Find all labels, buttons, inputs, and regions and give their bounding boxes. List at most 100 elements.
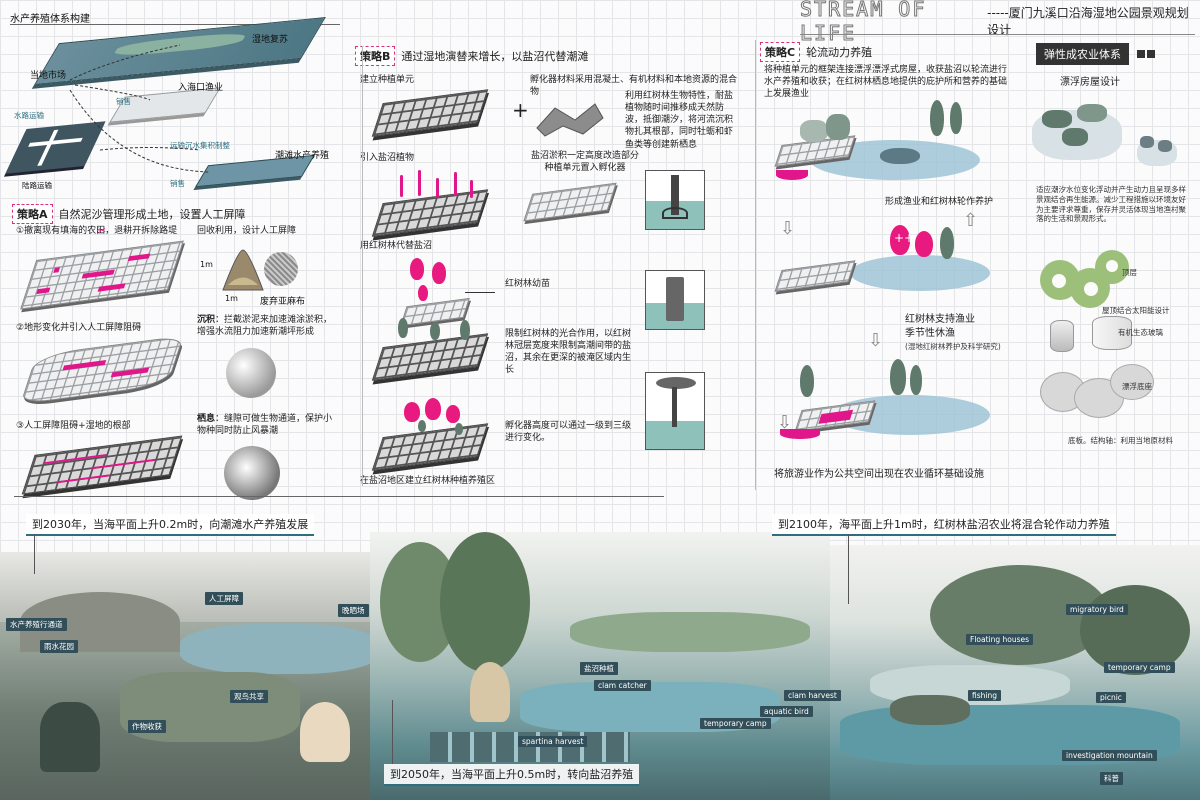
tag-crop: 作物收获 (128, 720, 166, 733)
tag-spartina: spartina harvest (518, 736, 588, 747)
arrow-down-icon-2: ⇩ (868, 330, 884, 351)
label-tidal-aquaculture: 潮滩水产养殖 (275, 151, 330, 161)
floating-base (1040, 362, 1160, 422)
strategy-a-grid-2 (20, 335, 184, 405)
label-wetland-restore: 湿地复苏 (252, 35, 289, 45)
strategy-c-support1: 红树林支持渔业 (905, 314, 975, 325)
tag-watch: 观鸟共享 (230, 690, 268, 703)
barrier-module-icon (222, 249, 264, 291)
burlap-sample (264, 252, 298, 286)
label-estuary-fishery: 入海口渔业 (178, 83, 224, 93)
arrow-down-icon-3: ⇩ (777, 412, 793, 433)
title-square-2 (1147, 50, 1155, 58)
timeline-2100-leader (848, 534, 849, 604)
strategy-b-replace: 用红树林代替盐沼 (360, 241, 433, 251)
aquaculture-title: 水产养殖体系构建 (10, 14, 90, 25)
incubator-section-2 (645, 270, 705, 330)
strategy-a-grid-1 (20, 240, 184, 310)
strategy-a-desc: 自然泥沙管理形成土地，设置人工屏障 (58, 208, 246, 221)
tag-temp-camp-1: temporary camp (700, 718, 771, 729)
strategy-c-tourism: 将旅游业作为公共空间出现在农业循环基础设施 (774, 469, 984, 480)
strategy-b-introduce: 引入盐沼植物 (360, 153, 415, 163)
label-sediment: 运输沉水集积制整 (170, 141, 230, 150)
tag-aquaculture-path: 水产养殖行通道 (6, 618, 67, 631)
arrow-up-icon: ⇧ (963, 210, 979, 231)
sediment-render (226, 348, 276, 398)
label-roof: 顶层 (1122, 268, 1137, 277)
timeline-2050: 到2050年，当海平面上升0.5m时，转向盐沼养殖 (384, 764, 640, 786)
roof-layer (1040, 250, 1130, 308)
tag-aquatic-bird: aquatic bird (760, 706, 813, 717)
aquaculture-flow-arrows (69, 44, 211, 173)
planting-unit-grid (371, 89, 489, 137)
strategy-a-header: 策略A 自然泥沙管理形成土地，设置人工屏障 (12, 204, 246, 224)
label-base: 漂浮底座 (1122, 382, 1152, 391)
incubator-section-1 (645, 170, 705, 230)
strategy-b-unit: 建立种植单元 (360, 75, 415, 85)
habitat-render (224, 446, 280, 500)
burlap-label: 废弃亚麻布 (260, 297, 306, 307)
tag-science: 科普 (1100, 772, 1123, 785)
plus-sign: + (512, 98, 529, 122)
scene-2030 (0, 552, 400, 800)
mangrove-zone-grid (371, 423, 489, 471)
strategy-c-desc: 轮流动力养殖 (806, 46, 873, 59)
strategy-c-header: 策略C 轮流动力养殖 (760, 42, 872, 62)
strategy-b-material: 孵化器材料采用混凝土、有机材料和本地资源的混合物 (530, 75, 738, 98)
elastic-floating-house: 漂浮房屋设计 (1060, 77, 1120, 88)
strategy-c-support2: 季节性休渔 (905, 328, 955, 339)
label-sales-1: 销售 (116, 97, 131, 106)
tag-barrier: 人工屏障 (205, 592, 243, 605)
elastic-text: 适应潮汐水位变化浮动并产生动力且呈现多样景观结合再生能源。减少工程措施以环境友好… (1036, 185, 1186, 224)
strategy-a-recycle: 回收利用，设计人工屏障 (197, 226, 297, 236)
incubator-section-3 (645, 372, 705, 450)
label-land-transport: 陆路运输 (22, 181, 52, 190)
strategy-a-scissors-icon: ✂ (97, 224, 107, 237)
strategy-b-mangrove-feature: 利用红树林生物特性，耐盐植物随时间推移成天然防波，抵御潮汐，将河流沉积物扎其根部… (625, 91, 734, 150)
tag-investigation: investigation mountain (1062, 750, 1157, 761)
strategy-a-sediment: 沉积：拦截淤泥来加速滩涂淤积，增强水流阻力加速新潮坪形成 (197, 314, 339, 338)
sediment-text: ：拦截淤泥来加速滩涂淤积，增强水流阻力加速新潮坪形成 (197, 315, 333, 338)
strategy-a-step3: ③人工屏障阻碍+湿地的根部 (16, 421, 131, 431)
label-sales-2: 销售 (170, 179, 185, 188)
tag-sunset: 晚晒场 (338, 604, 369, 617)
floating-house-render (1032, 100, 1182, 180)
header-title: STREAM OF LIFE (799, 0, 927, 46)
elastic-title-bar: 弹性成农业体系 (1036, 43, 1186, 65)
tag-clam-catcher: clam catcher (594, 680, 651, 691)
habitat-text: ：缝隙可做生物通道，保护小物种同时防止风暴潮 (197, 414, 333, 437)
strategy-b-accumulate: 盐沼淤积一定高度改造部分种植单元置入孵化器 (530, 151, 639, 174)
dim-1: 1m (200, 260, 213, 269)
strategy-c-tag: 策略C (760, 42, 801, 62)
section-rule (14, 496, 664, 497)
sediment-title: 沉积 (197, 315, 216, 325)
elastic-title: 弹性成农业体系 (1036, 43, 1129, 65)
glass-cylinder-2 (1092, 316, 1132, 350)
title-square-1 (1137, 50, 1145, 58)
timeline-2100: 到2100年，海平面上升1m时，红树林盐沼农业将混合轮作动力养殖 (772, 514, 1116, 536)
label-bottom: 底板。结构轴：利用当地原材料 (1068, 436, 1173, 445)
habitat-title: 栖息 (197, 414, 216, 424)
tag-salt-plant: 盐沼种植 (580, 662, 618, 675)
rotation-stage-1 (770, 100, 1000, 190)
column-divider-1 (362, 46, 363, 486)
incubator-grid (523, 182, 617, 222)
label-local-market: 当地市场 (30, 71, 67, 81)
tag-floating-houses: Floating houses (966, 634, 1034, 645)
header-subtitle: -----厦门九溪口沿海湿地公园景观规划设计 (987, 6, 1189, 37)
timeline-2050-leader (392, 700, 393, 764)
strategy-b-limit: 限制红树林的光合作用，以红树林冠层宽度来限制高潮间带的盐沼，其余在更深的被淹区域… (505, 329, 632, 376)
tag-fishing: fishing (968, 690, 1001, 701)
label-glass: 有机生态玻璃 (1118, 328, 1163, 337)
timeline-2030: 到2030年，当海平面上升0.2m时，向潮滩水产养殖发展 (26, 514, 315, 536)
strategy-c-rotation: 形成渔业和红树林轮作养护 (885, 197, 994, 207)
dim-2: 1m (225, 294, 238, 303)
label-solar: 屋顶结合太阳能设计 (1102, 306, 1170, 315)
tag-rainwater: 雨水花园 (40, 640, 78, 653)
strategy-b-build: 在盐沼地区建立红树林种植养殖区 (360, 476, 496, 486)
strategy-b-seedling: 红树林幼苗 (505, 279, 551, 289)
timeline-2030-leader (34, 534, 35, 574)
header-rule (800, 34, 1195, 35)
tag-picnic: picnic (1096, 692, 1126, 703)
tag-clam-harvest: clam harvest (784, 690, 841, 701)
